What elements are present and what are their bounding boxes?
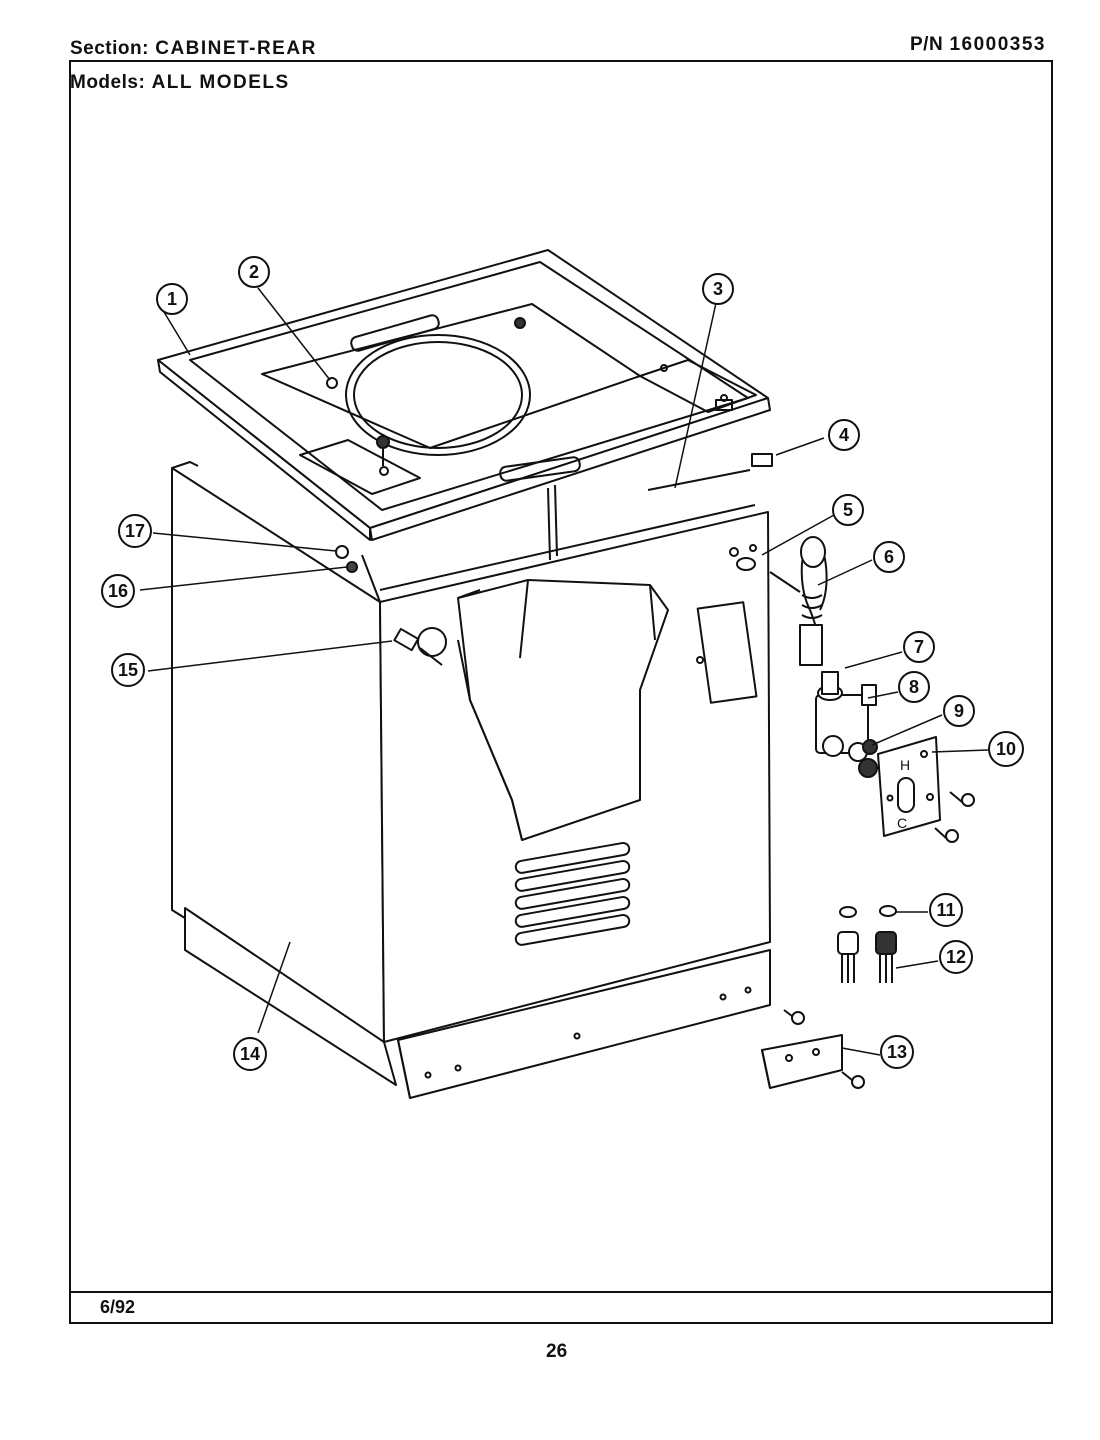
leader-lines [139, 287, 989, 1056]
top-panel [157, 249, 771, 541]
callout-7: 7 [903, 631, 935, 663]
callout-10: 10 [988, 731, 1024, 767]
callout-13-label: 13 [887, 1042, 907, 1062]
hot-letter: H [900, 757, 910, 773]
callout-12: 12 [939, 940, 973, 974]
section-heading: Section: CABINET-REAR [70, 38, 317, 60]
water-valve [815, 671, 878, 778]
cabinet-body [171, 461, 771, 1043]
vent-louvers [514, 841, 631, 946]
callout-12-label: 12 [946, 947, 966, 967]
callout-2: 2 [238, 256, 270, 288]
valve-plate [877, 736, 941, 837]
callout-16: 16 [101, 574, 135, 608]
callout-4: 4 [828, 419, 860, 451]
base-skirt [184, 907, 771, 1099]
callout-13: 13 [880, 1035, 914, 1069]
callout-3: 3 [702, 273, 734, 305]
callout-4-label: 4 [839, 425, 849, 445]
revision-date: 6/92 [100, 1297, 136, 1317]
diagram-frame [69, 60, 1053, 1324]
part-number: P/N 16000353 [910, 34, 1046, 56]
callout-17: 17 [118, 514, 152, 548]
callout-5: 5 [832, 494, 864, 526]
cold-letter: C [897, 815, 907, 831]
footer-divider [69, 1291, 1053, 1293]
callout-1: 1 [156, 283, 188, 315]
models-heading: Models: ALL MODELS [70, 72, 290, 94]
callout-8: 8 [898, 671, 930, 703]
hose-fittings [837, 905, 897, 983]
models-label: Models: [70, 72, 146, 93]
callout-1-label: 1 [167, 289, 177, 309]
callout-10-label: 10 [996, 739, 1016, 759]
valve-screws [934, 791, 975, 843]
rear-panel-details [417, 544, 758, 841]
callout-15: 15 [111, 653, 145, 687]
callout-14-label: 14 [240, 1044, 260, 1064]
callout-6-label: 6 [884, 547, 894, 567]
callout-11-label: 11 [936, 900, 955, 920]
callout-9: 9 [943, 695, 975, 727]
top-hardware [376, 317, 773, 491]
callout-17-label: 17 [125, 521, 145, 541]
callout-15-label: 15 [118, 660, 138, 680]
callout-7-label: 7 [914, 637, 924, 657]
page-number: 26 [546, 1341, 568, 1362]
callout-6: 6 [873, 541, 905, 573]
callout-3-label: 3 [713, 279, 723, 299]
callout-5-label: 5 [843, 500, 853, 520]
models-value: ALL MODELS [151, 72, 290, 93]
section-label: Section: [70, 38, 149, 59]
callout-16-label: 16 [108, 581, 128, 601]
callout-14: 14 [233, 1037, 267, 1071]
callout-9-label: 9 [954, 701, 964, 721]
callout-2-label: 2 [249, 262, 259, 282]
side-fasteners [335, 545, 443, 666]
callout-8-label: 8 [909, 677, 919, 697]
power-cord [736, 536, 828, 666]
pn-label: P/N [910, 34, 944, 55]
section-value: CABINET-REAR [155, 38, 317, 59]
bracket [761, 1009, 865, 1089]
callout-markers: 1 2 3 4 5 6 7 8 9 10 11 12 13 14 15 16 1… [101, 256, 1024, 1071]
callout-11: 11 [929, 893, 963, 927]
valve-plate-letters: H C [897, 757, 910, 831]
pn-value: 16000353 [949, 34, 1047, 55]
